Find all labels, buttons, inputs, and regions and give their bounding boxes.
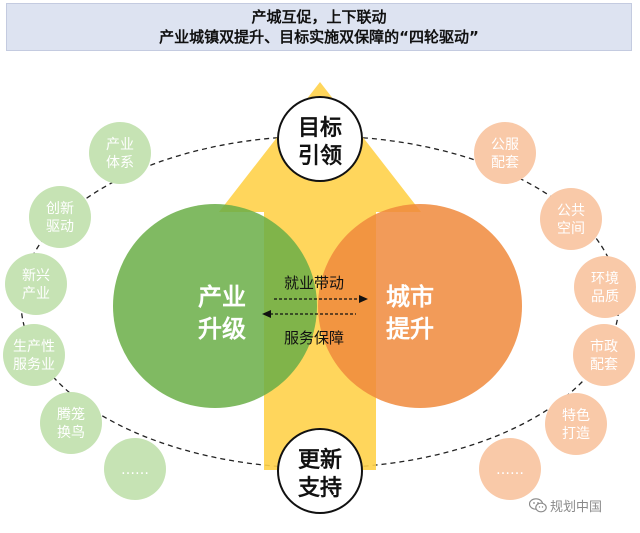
right-bubble-6-label: ……	[496, 462, 524, 478]
support-label-2: 支持	[298, 476, 342, 501]
left-bubble-1-label: 产业	[106, 137, 134, 153]
right-bubble-6	[479, 438, 541, 500]
city-label-2: 提升	[386, 315, 434, 343]
title-banner: 产城互促，上下联动 产业城镇双提升、目标实施双保障的“四轮驱动”	[6, 3, 632, 51]
right-bubble-3	[574, 256, 636, 318]
left-bubble-2-label: 驱动	[46, 219, 74, 235]
right-bubble-2-label: 空间	[557, 221, 585, 237]
left-bubble-4-label: 服务业	[13, 357, 55, 373]
watermark: 规划中国	[529, 496, 602, 515]
goal-label-2: 引领	[298, 143, 342, 169]
left-bubble-1	[89, 122, 151, 184]
left-bubble-5-label: 换鸟	[57, 424, 85, 441]
industry-circle	[113, 204, 317, 408]
right-bubble-1-label: 配套	[491, 155, 519, 171]
left-bubble-3-label: 新兴	[22, 268, 50, 284]
left-bubble-2-label: 创新	[46, 201, 74, 217]
right-bubble-2	[540, 188, 602, 250]
city-label-1: 城市	[386, 283, 434, 311]
left-bubble-2	[29, 186, 91, 248]
flow-bottom-label: 服务保障	[284, 329, 344, 347]
support-circle	[277, 428, 363, 514]
flow-top-label: 就业带动	[284, 274, 344, 292]
left-bubble-3	[5, 253, 67, 315]
support-label-1: 更新	[298, 447, 342, 473]
right-bubble-1	[474, 122, 536, 184]
industry-label-2: 升级	[198, 315, 246, 343]
right-bubble-5	[545, 393, 607, 455]
right-bubble-1-label: 公服	[491, 137, 519, 153]
flow-left-arrowhead	[262, 310, 271, 318]
watermark-text: 规划中国	[550, 500, 603, 515]
left-bubble-6	[104, 438, 166, 500]
left-bubble-4	[3, 324, 65, 386]
left-bubble-5	[40, 392, 102, 454]
left-bubble-4-label: 生产性	[13, 339, 55, 355]
left-bubble-6-label: ……	[121, 462, 149, 478]
right-bubble-4-label: 配套	[590, 357, 618, 373]
left-bubble-1-label: 体系	[106, 155, 134, 171]
right-bubble-5-label: 特色	[562, 407, 590, 424]
left-bubble-3-label: 产业	[22, 286, 50, 302]
left-bubble-group: 产业体系创新驱动新兴产业生产性服务业腾笼换鸟……	[3, 122, 166, 500]
wechat-icon	[529, 498, 547, 513]
city-circle	[318, 204, 522, 408]
right-bubble-4	[573, 324, 635, 386]
title-line-2: 产业城镇双提升、目标实施双保障的“四轮驱动”	[159, 28, 479, 46]
industry-label-1: 产业	[198, 283, 246, 311]
flow-right-arrowhead	[359, 295, 368, 303]
right-bubble-3-label: 环境	[591, 271, 619, 287]
goal-circle	[277, 96, 363, 182]
left-bubble-5-label: 腾笼	[57, 406, 85, 423]
right-bubble-4-label: 市政	[590, 338, 618, 355]
right-bubble-group: 公服配套公共空间环境品质市政配套特色打造……	[474, 122, 636, 500]
goal-label-1: 目标	[298, 115, 342, 141]
right-bubble-5-label: 打造	[562, 425, 590, 442]
right-bubble-3-label: 品质	[591, 289, 619, 305]
title-line-1: 产城互促，上下联动	[251, 8, 387, 26]
right-bubble-2-label: 公共	[557, 203, 585, 219]
